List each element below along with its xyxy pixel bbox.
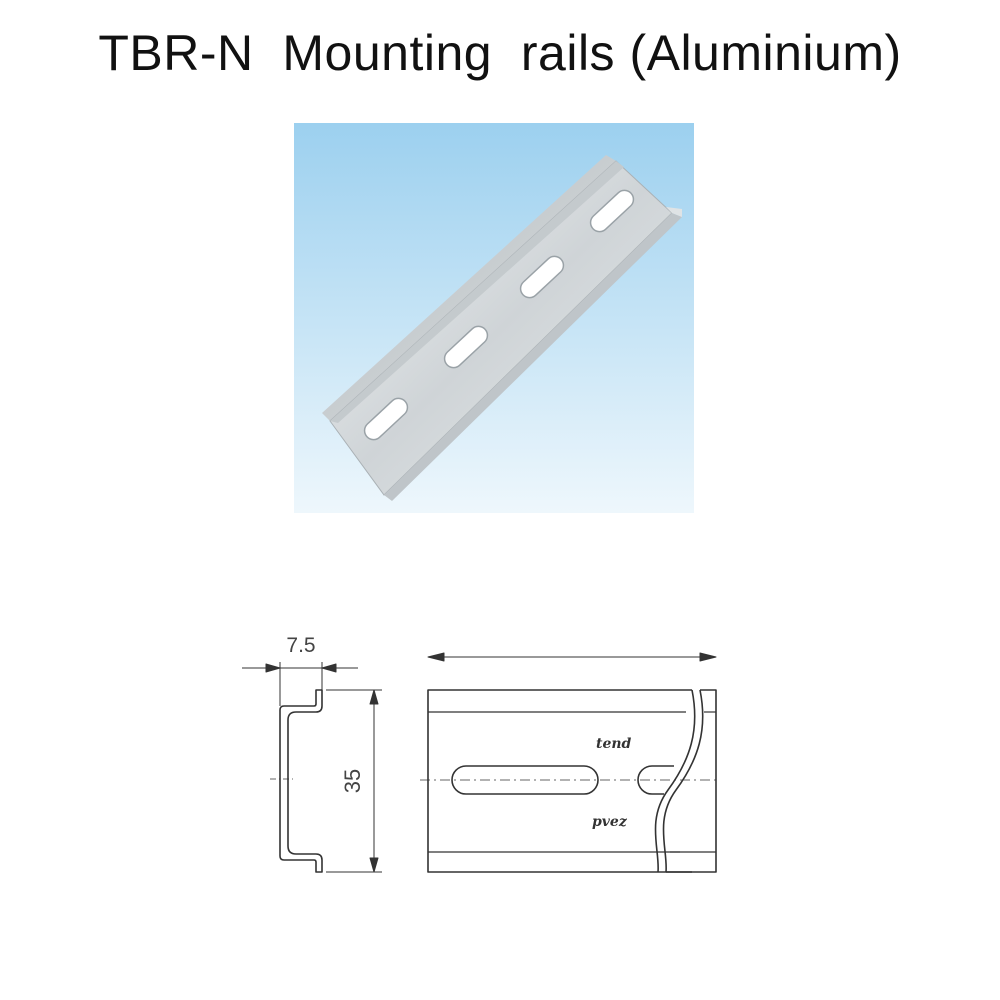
height-arrow-bottom [369,857,379,873]
page-title: TBR-N Mounting rails (Aluminium) [98,25,902,81]
length-arrow-left [427,652,445,662]
rail-cross-section [242,662,382,873]
stamp-bottom: pvez [592,814,628,830]
height-label: 35 [340,769,365,793]
front-stub-outline [666,689,717,873]
front-slot-partial [637,765,674,795]
rail-slots [363,189,635,441]
length-arrow-right [699,652,717,662]
rail-front-view [420,652,717,873]
stamp-top: tend [596,736,632,752]
front-slot [451,765,599,795]
break-line-right [662,689,704,873]
rail-flange-lip [666,207,682,217]
height-arrow-top [369,689,379,705]
break-line-left [654,689,696,873]
technical-drawing: 7.5 35 tend pvez [242,634,717,873]
rail-slot [443,325,489,369]
rail-side-wall [330,161,624,423]
rail-flange-front [384,213,682,501]
rail-photo [294,123,694,513]
rail-slot [589,189,635,233]
width-arrow-left [265,663,281,673]
rail-slot [363,397,409,441]
profile-outline [279,689,323,873]
front-body-outline [427,689,692,873]
rail-slot [519,255,565,299]
width-arrow-right [321,663,337,673]
width-label: 7.5 [286,634,315,657]
rail-flange-back [322,155,616,421]
